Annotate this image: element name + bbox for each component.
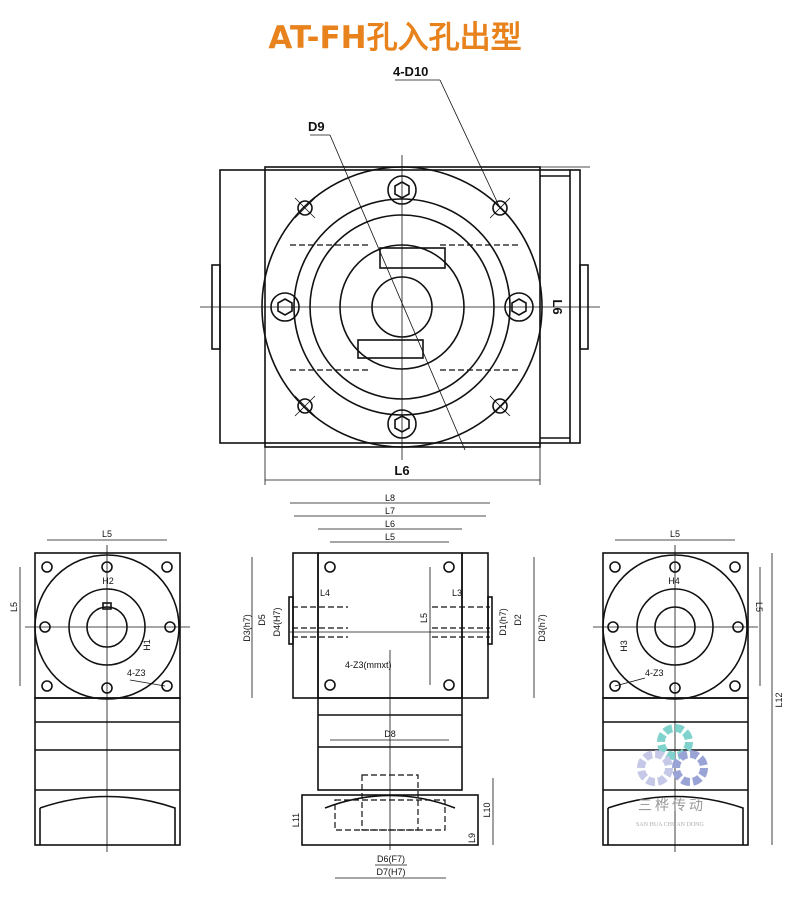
front-label-d4: D4(H7) (272, 607, 282, 636)
label-l6-vertical: L6 (550, 299, 565, 314)
front-label-l6: L6 (385, 519, 395, 529)
company-logo-watermark: 三桦传动 SAN HUA CHUAN DONG (636, 724, 708, 828)
label-4-d10: 4-D10 (393, 64, 428, 79)
left-view: L5 L5 H2 H1 4-Z3 (9, 529, 190, 852)
front-view: L8 L7 L6 L5 L4 L3 L5 D3(h7) D5 D4(H7) D1… (242, 493, 547, 879)
right-view: L5 L5 H4 H3 4-Z3 L12 (593, 529, 784, 852)
left-label-l5: L5 (102, 529, 112, 539)
right-holes (607, 561, 744, 694)
left-holes (39, 561, 176, 694)
left-label-4-z3: 4-Z3 (127, 668, 146, 678)
front-label-d3-right: D3(h7) (537, 614, 547, 642)
front-label-l10: L10 (482, 802, 492, 817)
front-label-d6: D6(F7) (377, 854, 405, 864)
front-label-l4: L4 (320, 588, 330, 598)
watermark-cn: 三桦传动 (638, 798, 706, 814)
bolt-holes (270, 175, 534, 439)
front-label-d7: D7(H7) (376, 867, 405, 877)
front-label-d2: D2 (513, 614, 523, 626)
front-label-d3-left: D3(h7) (242, 614, 252, 642)
label-d9: D9 (308, 119, 325, 134)
right-label-h3: H3 (619, 640, 629, 652)
front-label-l7: L7 (385, 506, 395, 516)
front-label-l5: L5 (385, 532, 395, 542)
left-label-l5-side: L5 (9, 602, 19, 612)
front-label-4-z3: 4-Z3(mmxt) (345, 660, 392, 670)
front-label-l8: L8 (385, 493, 395, 503)
left-label-h1: H1 (142, 639, 152, 651)
top-view: 4-D10 D9 L6 L6 (200, 64, 600, 485)
front-label-l5-mid: L5 (419, 613, 429, 623)
front-label-l9: L9 (467, 833, 477, 843)
front-label-l3: L3 (452, 588, 462, 598)
right-label-l5: L5 (670, 529, 680, 539)
front-label-d8: D8 (384, 729, 396, 739)
page-title: AT-FH孔入孔出型 (268, 20, 522, 56)
right-label-l12: L12 (774, 692, 784, 707)
label-l6: L6 (394, 463, 409, 478)
right-label-h4: H4 (668, 576, 680, 586)
front-label-d5: D5 (257, 614, 267, 626)
front-label-d1: D1(h7) (498, 608, 508, 636)
front-holes (324, 561, 455, 691)
right-label-4-z3: 4-Z3 (645, 668, 664, 678)
front-label-l11: L11 (291, 813, 301, 827)
left-label-h2: H2 (102, 576, 114, 586)
right-label-l5-side: L5 (754, 602, 764, 612)
watermark-en: SAN HUA CHUAN DONG (636, 822, 705, 828)
